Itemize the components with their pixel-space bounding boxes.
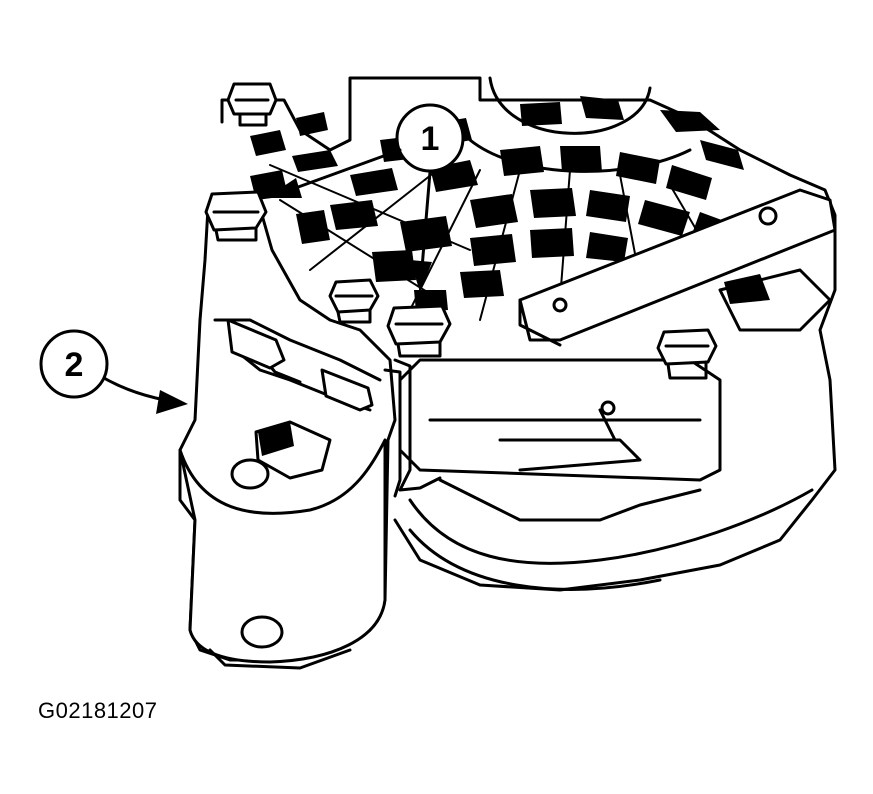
callout-1-leader-left [288,148,402,192]
figure-id: G02181207 [38,698,158,723]
callout-1-leader-down [420,170,432,270]
callout-1-arrowhead-left [266,178,302,198]
bolt-center-callout [386,304,452,358]
callout-1-label: 1 [421,120,440,158]
cable-strap-inner [383,368,402,498]
callout-2-label: 2 [65,346,84,384]
lower-cross-lever [398,358,814,591]
bolt-top-left [226,82,278,127]
callout-2-arrowhead [156,390,188,414]
shift-linkage-arm [518,188,837,347]
bolt-center-small [328,278,380,324]
callout-1-arrowhead-down [410,260,432,292]
bolt-right [656,328,718,380]
callout-1: 1 [266,103,465,292]
callout-2-leader [102,376,167,402]
cable-strap [393,358,442,492]
callout-2: 2 [39,329,188,414]
mounting-bracket [178,206,397,670]
bolt-bracket-upper [204,190,268,242]
